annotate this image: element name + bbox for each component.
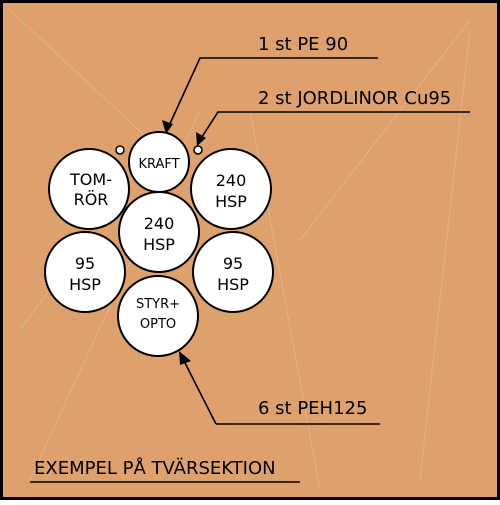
hsp95-right-label-line2: HSP [217, 275, 249, 294]
styr-opto-label-line1: STYR+ [136, 297, 180, 312]
kraft-label: KRAFT [138, 157, 179, 172]
conduit-hsp240-center [118, 191, 200, 273]
hsp240-right-label-line2: HSP [215, 192, 247, 211]
hsp240-right-label-line1: 240 [216, 171, 247, 190]
callout-peh125-arrowhead [179, 351, 191, 365]
callout-jordlinor-label: 2 st JORDLINOR Cu95 [258, 88, 451, 109]
styr-opto-label-line2: OPTO [140, 317, 176, 332]
hsp95-left-label-line2: HSP [69, 275, 101, 294]
callout-peh125-label: 6 st PEH125 [258, 398, 367, 419]
ground-wire-left [115, 145, 125, 155]
callout-pe90-label: 1 st PE 90 [258, 34, 348, 55]
hsp95-left-label-line1: 95 [75, 254, 95, 273]
callout-pe90-arrowhead [162, 120, 173, 134]
callout-peh125-leader [181, 356, 217, 425]
conduit-hsp95-left [44, 231, 126, 313]
diagram-title: EXEMPEL PÅ TVÄRSEKTION [34, 457, 276, 479]
hsp240-center-label-line2: HSP [143, 235, 175, 254]
conduit-hsp240-right [190, 148, 272, 230]
callout-jordlinor-leader [199, 111, 248, 141]
tomror-label-line2: RÖR [74, 190, 109, 209]
hsp240-center-label-line1: 240 [144, 214, 175, 233]
callout-jordlinor-arrowhead [196, 132, 206, 146]
conduit-styr-opto [117, 275, 199, 357]
ground-wire-right [193, 145, 203, 155]
conduit-tomror [48, 148, 130, 230]
conduit-hsp95-right [192, 231, 274, 313]
hsp95-right-label-line1: 95 [223, 254, 243, 273]
callout-pe90-leader [167, 57, 252, 129]
tomror-label-line1: TOM- [69, 170, 112, 189]
